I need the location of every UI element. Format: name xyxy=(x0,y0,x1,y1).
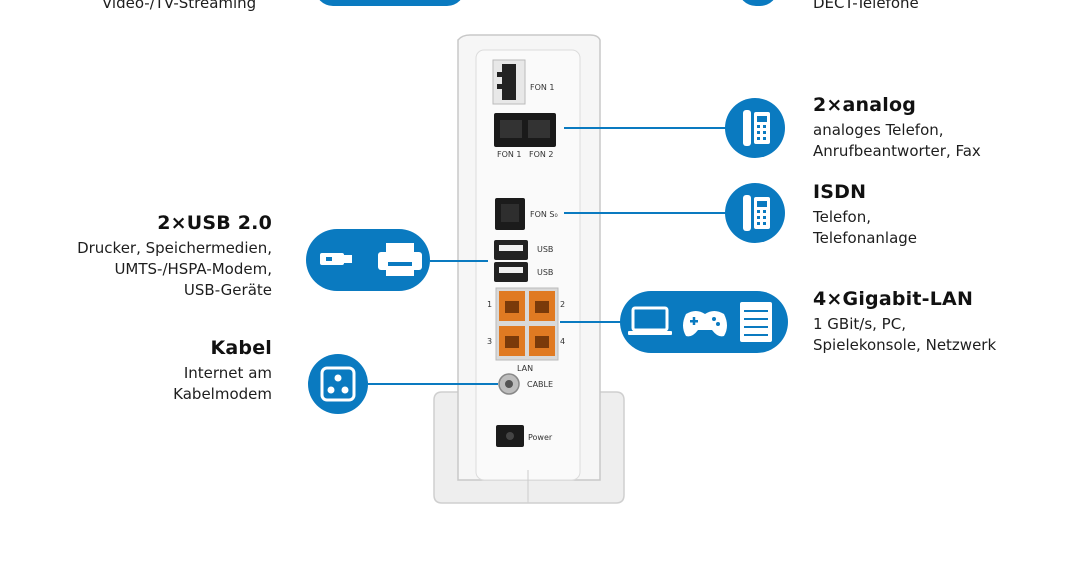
top-right-caption: DECT-Telefone xyxy=(813,0,919,12)
fon1-label: FON 1 xyxy=(497,150,522,159)
fon-s0-label: FON S₀ xyxy=(530,210,558,219)
server-icon xyxy=(740,302,772,342)
printer-icon xyxy=(378,243,422,276)
analog-caption-line-2: Anrufbeantworter, Fax xyxy=(813,142,981,160)
power-label: Power xyxy=(528,433,553,442)
usb-caption-line-1: Drucker, Speichermedien, xyxy=(77,239,272,257)
usb-caption: 2×USB 2.0 Drucker, Speichermedien, UMTS-… xyxy=(20,212,272,301)
isdn-badge xyxy=(725,183,785,243)
lan-port-2-label: 2 xyxy=(560,300,566,309)
isdn-caption-line-1: Telefon, xyxy=(813,208,871,226)
fon-analog-ports xyxy=(494,113,556,147)
power-socket xyxy=(496,425,524,447)
cable-caption-title: Kabel xyxy=(210,337,272,359)
analog-caption-title: 2×analog xyxy=(813,94,917,116)
analog-badge xyxy=(725,98,785,158)
isdn-caption: ISDN Telefon, Telefonanlage xyxy=(813,181,1063,249)
usb-caption-title: 2×USB 2.0 xyxy=(157,212,272,234)
lan-port-1-label: 1 xyxy=(487,300,493,309)
usb-caption-line-3: USB-Geräte xyxy=(183,281,272,299)
top-right-badge xyxy=(742,0,774,6)
phone-icon xyxy=(743,110,770,146)
fon1-top-port xyxy=(492,59,526,105)
usb-ports xyxy=(494,240,528,282)
lan-caption-line-1: 1 GBit/s, PC, xyxy=(813,315,906,333)
cable-socket xyxy=(498,373,520,395)
cable-caption-line-1: Internet am xyxy=(183,364,272,382)
fon1-top-label: FON 1 xyxy=(530,83,555,92)
lan-ports xyxy=(495,287,559,361)
laptop-icon xyxy=(628,306,672,335)
usb-badge xyxy=(306,229,430,291)
isdn-caption-title: ISDN xyxy=(813,181,867,203)
usb-caption-line-2: UMTS-/HSPA-Modem, xyxy=(114,260,272,278)
lan-label: LAN xyxy=(517,364,534,373)
lan-caption: 4×Gigabit-LAN 1 GBit/s, PC, Spielekonsol… xyxy=(813,288,1073,356)
connector-lines xyxy=(368,127,727,385)
lan-badge xyxy=(620,291,788,353)
analog-caption-line-1: analoges Telefon, xyxy=(813,121,944,139)
top-left-caption: Video-/TV-Streaming xyxy=(102,0,257,12)
analog-caption: 2×analog analoges Telefon, Anrufbeantwor… xyxy=(813,94,1063,162)
fon2-label: FON 2 xyxy=(529,150,554,159)
usb-stick-icon xyxy=(320,253,352,265)
fon-s0-port xyxy=(495,198,525,230)
phone-icon xyxy=(743,195,770,231)
lan-caption-line-2: Spielekonsole, Netzwerk xyxy=(813,336,997,354)
usb2-label: USB xyxy=(537,268,554,277)
cable-caption: Kabel Internet am Kabelmodem xyxy=(20,337,272,405)
coax-socket-icon xyxy=(320,366,356,402)
gamepad-icon xyxy=(683,311,727,337)
cable-caption-line-2: Kabelmodem xyxy=(173,385,272,403)
cable-label: CABLE xyxy=(527,380,554,389)
cable-badge xyxy=(308,354,368,414)
top-left-badge xyxy=(319,0,461,6)
isdn-caption-line-2: Telefonanlage xyxy=(813,229,918,247)
lan-port-3-label: 3 xyxy=(487,337,493,346)
router-body xyxy=(457,34,601,500)
lan-caption-title: 4×Gigabit-LAN xyxy=(813,288,974,310)
lan-port-4-label: 4 xyxy=(560,337,566,346)
usb1-label: USB xyxy=(537,245,554,254)
